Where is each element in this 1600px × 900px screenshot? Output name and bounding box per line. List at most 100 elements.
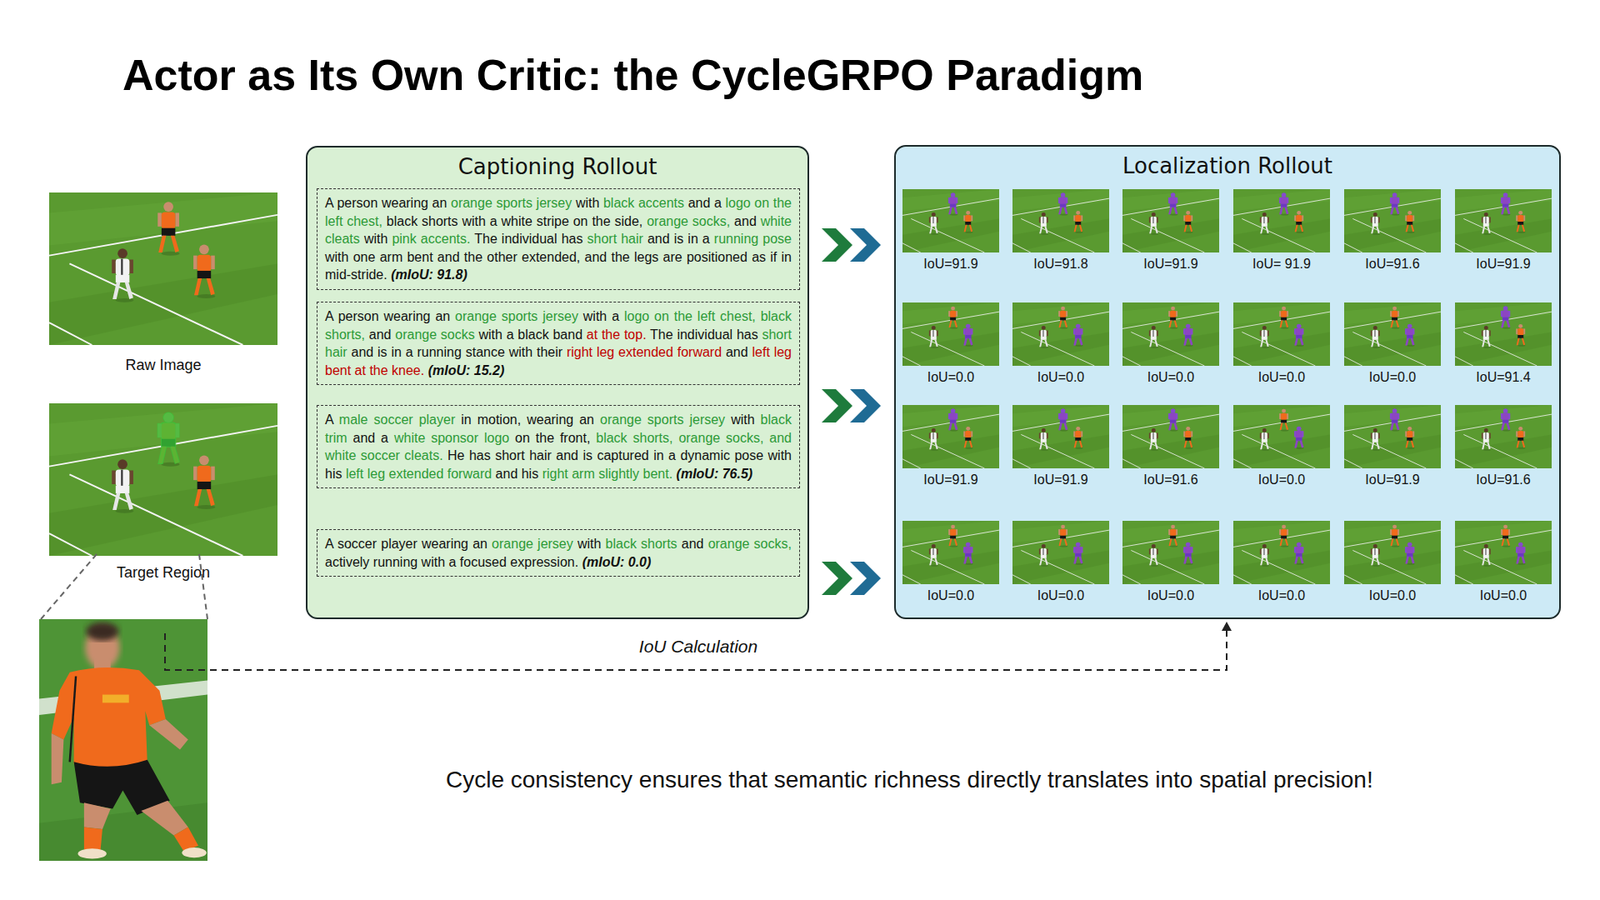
thumbnail-image: [1012, 302, 1110, 366]
highlighted-phrase: at the top.: [586, 327, 647, 342]
localization-thumbnail: IoU=91.9: [1122, 189, 1220, 272]
field-scene: [1233, 520, 1330, 585]
cropped-player-image: [39, 619, 208, 861]
highlighted-phrase: orange sports jersey: [455, 309, 579, 324]
thumbnail-image: [1344, 189, 1441, 253]
field-scene: [1012, 405, 1110, 469]
predicted-mask: [963, 324, 973, 346]
predicted-mask: [1294, 426, 1304, 449]
predicted-mask: [1390, 192, 1400, 215]
iou-score: IoU=91.9: [1455, 256, 1552, 272]
caption-text: A person wearing an orange sports jersey…: [325, 307, 792, 380]
iou-score: IoU=91.8: [1012, 256, 1110, 272]
iou-score: IoU=0.0: [1233, 472, 1330, 488]
field-scene: [1455, 189, 1552, 253]
thumbnail-image: [1455, 189, 1552, 253]
iou-score: IoU=91.9: [902, 472, 1000, 488]
highlighted-phrase: left leg bent at the knee.: [325, 345, 792, 378]
image-caption: Target Region: [38, 564, 289, 582]
iou-score: IoU=0.0: [1012, 588, 1110, 604]
thumbnail-image: [1012, 520, 1110, 585]
thumbnail-image: [1122, 302, 1220, 366]
localization-thumbnail: IoU=0.0: [902, 520, 1000, 604]
thumbnail-image: [1012, 405, 1110, 469]
field-scene: [1122, 189, 1220, 253]
caption-box: A soccer player wearing an orange jersey…: [316, 529, 800, 577]
iou-score: IoU=91.9: [1344, 472, 1441, 488]
predicted-mask: [1500, 408, 1510, 430]
predicted-mask: [1515, 542, 1525, 565]
thumbnail-image: [1233, 189, 1330, 253]
iou-score: IoU=0.0: [1455, 588, 1552, 604]
caption-text: A male soccer player in motion, wearing …: [325, 410, 792, 483]
predicted-mask: [1168, 408, 1178, 430]
localization-thumbnail: IoU=91.8: [1012, 189, 1110, 272]
thumbnail-image: [902, 189, 1000, 253]
predicted-mask: [1500, 305, 1510, 328]
predicted-mask: [1058, 192, 1068, 215]
thumbnail-image: [1455, 302, 1552, 366]
predicted-mask: [1294, 542, 1304, 565]
iou-score: IoU=0.0: [1122, 588, 1220, 604]
field-scene: [1455, 405, 1552, 469]
localization-thumbnail: IoU=0.0: [1233, 405, 1330, 488]
field-scene: [1122, 520, 1220, 585]
iou-score: IoU=91.4: [1455, 370, 1552, 385]
thumbnail-image: [1455, 405, 1552, 469]
field-scene: [902, 520, 1000, 585]
thumbnail-image: [1455, 520, 1552, 585]
iou-score: IoU= 91.9: [1233, 256, 1330, 272]
thumbnail-image: [902, 302, 1000, 366]
highlighted-phrase: (mIoU: 91.8): [390, 267, 468, 282]
predicted-mask: [948, 408, 958, 430]
highlighted-phrase: short hair: [587, 231, 644, 246]
field-scene: [1233, 189, 1330, 253]
image-caption: Raw Image: [38, 356, 289, 375]
predicted-mask: [1500, 192, 1510, 215]
highlighted-phrase: right leg extended forward: [566, 345, 722, 360]
localization-thumbnail: IoU=91.9: [902, 405, 1000, 488]
highlighted-phrase: (mIoU: 76.5): [676, 466, 754, 481]
localization-thumbnail: IoU=91.9: [1455, 189, 1552, 272]
caption-box: A male soccer player in motion, wearing …: [316, 405, 800, 489]
iou-score: IoU=91.6: [1455, 472, 1552, 488]
chevrons: [821, 228, 881, 595]
highlighted-phrase: orange socks: [395, 327, 475, 342]
iou-score: IoU=0.0: [1233, 588, 1330, 604]
highlighted-phrase: (mIoU: 15.2): [428, 363, 505, 378]
field-scene: [1233, 405, 1330, 469]
predicted-mask: [1294, 324, 1304, 346]
localization-thumbnail: IoU=0.0: [1122, 302, 1220, 385]
iou-score: IoU=91.9: [1012, 472, 1110, 488]
rollout-panel: Localization RolloutIoU=91.9IoU=91.8IoU=…: [894, 145, 1561, 620]
field-scene: [1122, 302, 1220, 366]
iou-score: IoU=0.0: [1122, 370, 1220, 385]
iou-score: IoU=91.9: [1122, 256, 1220, 272]
iou-score: IoU=0.0: [1233, 370, 1330, 385]
predicted-mask: [963, 542, 973, 565]
thumbnail-image: [1122, 520, 1220, 585]
caption-text: A person wearing an orange sports jersey…: [325, 194, 792, 285]
highlighted-phrase: orange jersey: [491, 536, 574, 551]
field-scene: [1233, 302, 1330, 366]
highlighted-phrase: orange sports jersey: [450, 195, 572, 210]
localization-thumbnail: IoU=91.6: [1455, 405, 1552, 488]
iou-score: IoU=0.0: [902, 370, 1000, 385]
highlighted-phrase: white sponsor logo: [394, 430, 510, 445]
thumbnail-image: [1233, 520, 1330, 585]
localization-thumbnail: IoU=0.0: [1012, 520, 1110, 604]
target-region-image: [49, 403, 278, 556]
field-scene: [1012, 189, 1110, 253]
localization-thumbnail: IoU=0.0: [1233, 520, 1330, 604]
localization-thumbnail: IoU=91.6: [1122, 405, 1220, 488]
predicted-mask: [1058, 408, 1068, 430]
thumbnail-image: [1344, 520, 1441, 585]
thumbnail-image: [902, 520, 1000, 585]
localization-thumbnail: IoU=91.9: [902, 189, 1000, 272]
highlighted-phrase: right arm slightly bent.: [542, 466, 674, 481]
highlighted-phrase: pink accents.: [391, 231, 470, 246]
localization-thumbnail: IoU=91.4: [1455, 302, 1552, 385]
localization-thumbnail: IoU=0.0: [1344, 302, 1441, 385]
thumbnail-image: [1012, 189, 1110, 253]
